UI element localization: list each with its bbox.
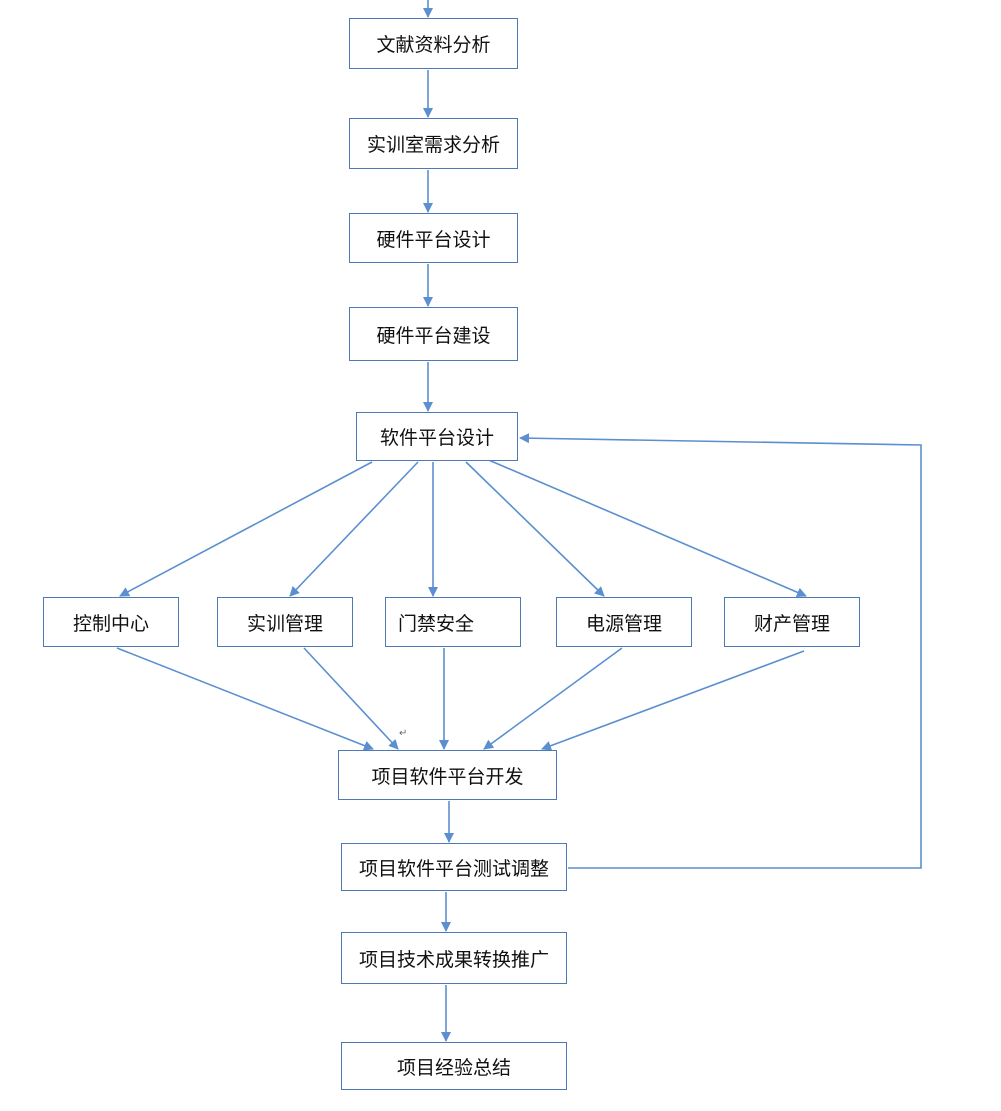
node-tech-transfer: 项目技术成果转换推广 — [341, 932, 567, 984]
node-platform-test-adjust: 项目软件平台测试调整 — [341, 843, 567, 891]
node-power-management: 电源管理 — [556, 597, 692, 647]
arrow-sw-design-to-asset-mgmt — [483, 457, 807, 598]
arrow-sw-design-to-training-mgmt — [289, 461, 419, 597]
arrow-feedback-loop — [519, 433, 922, 869]
node-hardware-platform-design: 硬件平台设计 — [349, 213, 518, 263]
node-access-security: 门禁安全 — [385, 597, 521, 647]
node-literature-analysis: 文献资料分析 — [349, 18, 518, 69]
arrow-control-center-to-dev — [116, 647, 374, 751]
arrow-power-mgmt-to-dev — [483, 647, 623, 750]
node-lab-requirements-analysis: 实训室需求分析 — [349, 118, 518, 169]
node-control-center: 控制中心 — [43, 597, 179, 647]
node-asset-management: 财产管理 — [724, 597, 860, 647]
node-training-management: 实训管理 — [217, 597, 353, 647]
arrow-sw-design-to-power-mgmt — [465, 461, 605, 597]
paragraph-mark: ↵ — [399, 728, 408, 739]
node-platform-development: 项目软件平台开发 — [338, 750, 557, 800]
node-software-platform-design: 软件平台设计 — [356, 412, 518, 461]
arrow-training-mgmt-to-dev — [303, 647, 399, 750]
arrow-asset-mgmt-to-dev — [541, 650, 805, 751]
node-experience-summary: 项目经验总结 — [341, 1042, 567, 1090]
node-hardware-platform-build: 硬件平台建设 — [349, 307, 518, 361]
arrow-sw-design-to-control-center — [119, 461, 373, 597]
